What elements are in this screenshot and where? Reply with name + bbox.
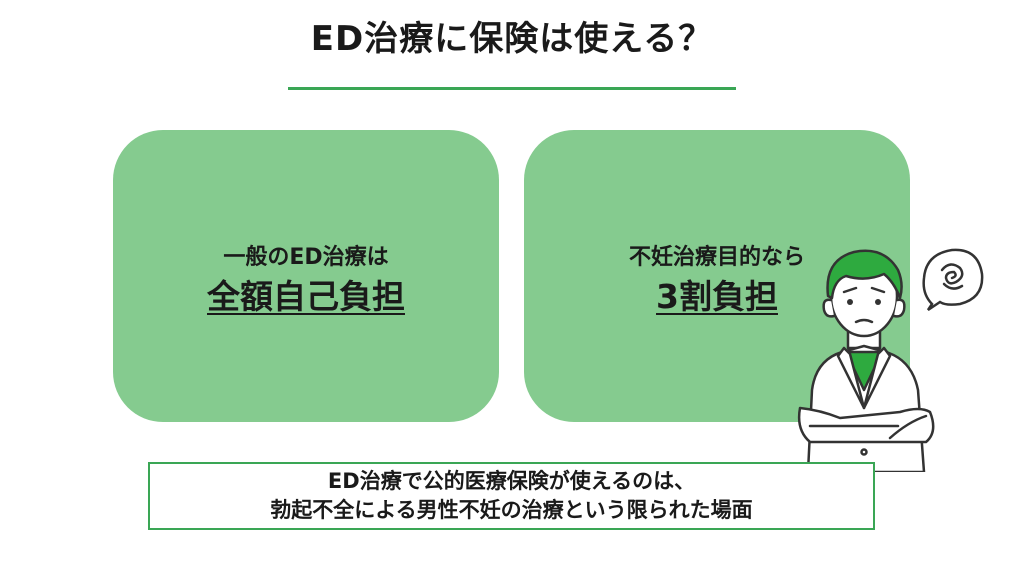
title-underline [288, 87, 736, 90]
page-title: ED治療に保険は使える？ [310, 19, 714, 59]
card-infertility-main: 3割負担 [656, 277, 778, 316]
note-box: ED治療で公的医療保険が使えるのは、 勃起不全による男性不妊の治療という限られた… [148, 462, 875, 530]
note-line-1: ED治療で公的医療保険が使えるのは、 [327, 469, 696, 493]
card-general-ed-subtitle: 一般のED治療は [223, 245, 389, 270]
troubled-doctor-icon [797, 249, 935, 472]
swirl-thought-bubble-icon [922, 248, 984, 312]
card-general-ed: 一般のED治療は 全額自己負担 [113, 130, 499, 422]
card-general-ed-main: 全額自己負担 [207, 277, 405, 316]
note-line-2: 勃起不全による男性不妊の治療という限られた場面 [270, 498, 753, 522]
card-infertility-subtitle: 不妊治療目的なら [628, 245, 805, 270]
